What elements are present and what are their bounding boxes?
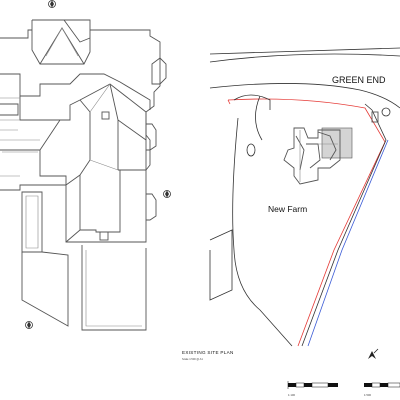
scale-label-right: 1:500 — [364, 393, 371, 397]
site-boundary-red — [227, 98, 386, 347]
site-outlines — [209, 94, 387, 347]
road-label: GREEN END — [332, 75, 386, 85]
scale-label-left: 1:100 — [288, 393, 295, 397]
plan-title: EXISTING SITE PLAN — [182, 350, 234, 355]
north-arrow-top — [48, 0, 56, 8]
roof-plan — [0, 19, 167, 331]
north-arrow-bottom — [25, 321, 33, 329]
site-boundary-blue — [307, 139, 389, 347]
site-label: New Farm — [268, 204, 307, 214]
plan-subtitle: Scale 1:500 @ A1 — [182, 357, 203, 361]
scale-bar-left — [287, 381, 338, 389]
new-farm-building — [283, 111, 379, 185]
north-arrow-site — [368, 348, 379, 359]
road-green-end — [209, 47, 400, 117]
scale-bar-right — [364, 382, 400, 388]
north-arrow-right — [163, 190, 171, 198]
